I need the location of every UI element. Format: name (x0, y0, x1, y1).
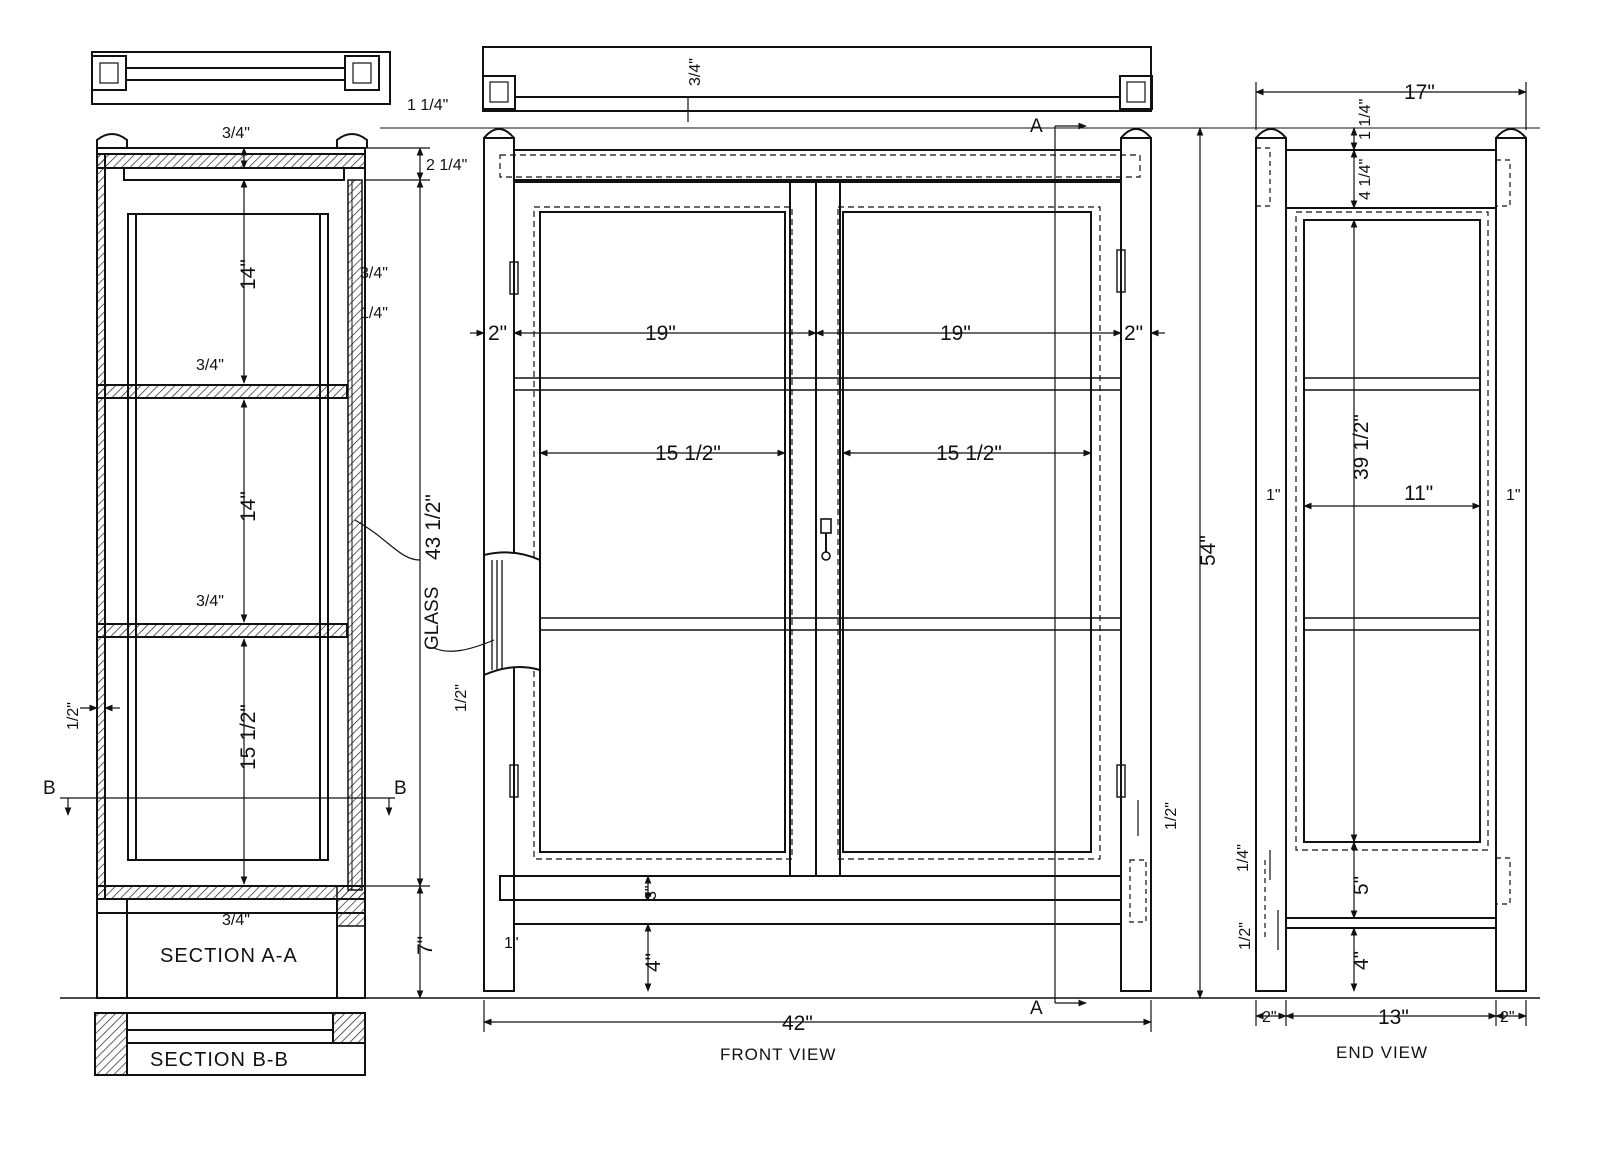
dim-end-top-rail: 1 1/4" (1357, 99, 1374, 140)
dim-top-board: 3/4" (222, 125, 250, 142)
end-side-panel (1303, 219, 1481, 843)
front-view-title: FRONT VIEW (720, 1045, 836, 1064)
section-aa-labels: 3/4" 1 1/4" 2 1/4" 14" 3/4" 14" 3/4" 15 … (43, 97, 467, 967)
dim-top-rail: 1 1/4" (407, 97, 448, 114)
dim-shelf-1: 3/4" (196, 357, 224, 374)
dim-door-thickness: 3/4" (360, 265, 388, 282)
end-view (1255, 82, 1527, 1026)
dim-inside-height: 43 1/2" (422, 494, 445, 560)
end-right-post (1495, 137, 1527, 992)
dim-space-top: 14" (237, 259, 260, 290)
end-view-labels: 17" 1 1/4" 4 1/4" 39 1/2" 11" 1" 1" 5" 1… (1235, 81, 1521, 1062)
dim-end-inside-width: 11" (1404, 482, 1433, 505)
dim-front-top-board: 3/4" (687, 58, 704, 86)
dim-front-post-left: 2" (488, 322, 507, 345)
dim-end-rail-b: 1/2" (1237, 922, 1254, 950)
front-left-glass (539, 211, 786, 853)
front-right-door[interactable] (815, 181, 1122, 877)
section-aa-view (60, 51, 1540, 999)
front-left-door[interactable] (513, 181, 817, 877)
section-bb-cut-right: B (394, 778, 407, 799)
dim-front-rail: 1/2" (1163, 802, 1180, 830)
section-aa-cut-bottom: A (1030, 998, 1043, 1019)
dim-front-overall-width: 42" (782, 1012, 813, 1035)
dim-end-rail-a: 1/4" (1235, 844, 1252, 872)
dim-front-door-right: 19" (940, 322, 971, 345)
dim-glass-thickness: 1/4" (360, 305, 388, 322)
dim-shelf-2: 3/4" (196, 593, 224, 610)
front-view-labels: 3/4" 2" 19" 19" 2" 15 1/2" 15 1/2" 1/2" … (422, 58, 1220, 1064)
section-aa-cut-top: A (1030, 116, 1043, 137)
front-right-glass (842, 211, 1092, 853)
front-top-plan (482, 46, 1153, 112)
dim-front-post-right: 2" (1124, 322, 1143, 345)
end-view-title: END VIEW (1336, 1043, 1428, 1062)
section-bb-cut-left: B (43, 778, 56, 799)
dim-end-side-left: 1" (1266, 487, 1281, 504)
end-left-post (1255, 137, 1287, 992)
top-board-section (96, 153, 366, 169)
dim-front-stile: 1/2" (453, 684, 470, 712)
dim-front-bottom-rail: 3" (643, 885, 660, 900)
dim-front-glass-left: 15 1/2" (655, 442, 721, 465)
section-aa-title: SECTION A-A (160, 945, 298, 967)
section-bb-title: SECTION B-B (150, 1049, 289, 1071)
dim-end-post-left: 2" (1262, 1009, 1277, 1026)
dim-base: 7" (414, 936, 437, 955)
section-bb-view (94, 1012, 366, 1076)
section-aa-frame (96, 147, 366, 999)
dim-end-upper-rail: 4 1/4" (1357, 159, 1374, 200)
dim-bottom-board: 3/4" (222, 912, 250, 929)
shelf-section-2 (96, 623, 348, 638)
door-latch-icon[interactable] (820, 518, 832, 561)
dim-end-inside-height: 39 1/2" (1350, 414, 1373, 480)
section-aa-top-plan (91, 51, 391, 105)
shelf-section-1 (96, 384, 348, 399)
dim-front-door-left: 19" (645, 322, 676, 345)
front-view (433, 46, 1204, 1032)
dim-front-base-gap: 1" (504, 935, 519, 952)
dim-front-glass-right: 15 1/2" (936, 442, 1002, 465)
dim-end-foot: 4" (1350, 951, 1373, 970)
dim-front-foot: 4" (642, 953, 665, 972)
dim-space-mid: 14" (237, 491, 260, 522)
dim-front-overall-height: 54" (1197, 535, 1220, 566)
dim-space-bottom: 15 1/2" (237, 704, 260, 770)
dim-end-overall-depth: 17" (1404, 81, 1435, 104)
bottom-board-section (96, 885, 366, 900)
dim-end-side-right: 1" (1506, 487, 1521, 504)
dim-side: 1/2" (65, 702, 82, 730)
glass-callout-label: GLASS (422, 587, 443, 650)
dim-end-between: 13" (1378, 1006, 1409, 1029)
dim-end-lower-rail: 5" (1350, 876, 1373, 895)
dim-apron: 2 1/4" (426, 157, 467, 174)
dim-end-post-right: 2" (1500, 1009, 1515, 1026)
